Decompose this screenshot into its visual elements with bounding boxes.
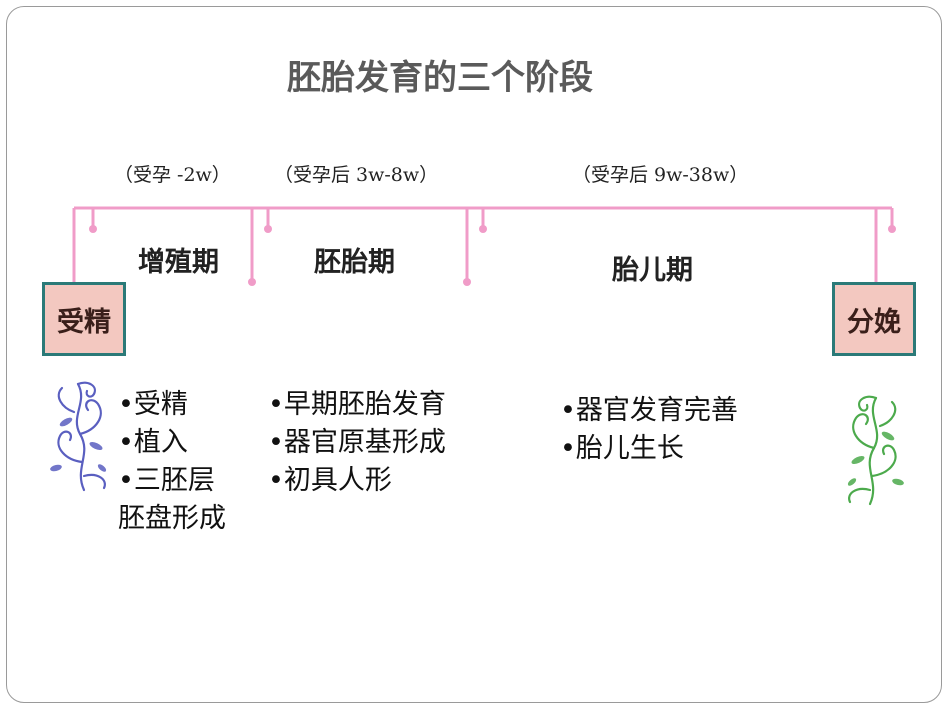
bullet-list-embryonic: •早期胚胎发育 •器官原基形成 •初具人形	[268, 386, 446, 500]
slide-frame	[6, 6, 942, 703]
fertilization-box: 受精	[42, 282, 126, 356]
bullet-list-proliferation: •受精 •植入 •三胚层 胚盘形成	[118, 386, 226, 538]
green-flourish-icon	[847, 395, 904, 506]
bullet-list-fetal: •器官发育完善 •胎儿生长	[560, 392, 738, 468]
list-item: 胚盘形成	[118, 503, 226, 534]
timeline-dot	[479, 225, 487, 233]
timeline-dot	[463, 278, 471, 286]
delivery-box: 分娩	[832, 282, 916, 356]
list-item: •器官原基形成	[268, 427, 446, 458]
list-item: •器官发育完善	[560, 395, 738, 426]
stage-label-proliferation: 增殖期	[138, 247, 219, 278]
blue-flourish-icon	[50, 381, 107, 492]
period-label-embryonic: （受孕后 3w-8w）	[274, 164, 439, 186]
list-item: •初具人形	[268, 465, 392, 496]
list-item: •早期胚胎发育	[268, 389, 446, 420]
timeline-dot	[89, 225, 97, 233]
list-item: •胎儿生长	[560, 433, 684, 464]
stage-label-embryonic: 胚胎期	[314, 247, 395, 278]
stage-label-fetal: 胎儿期	[612, 255, 693, 286]
timeline-dot	[248, 278, 256, 286]
list-item: •三胚层	[118, 465, 215, 496]
list-item: •植入	[118, 427, 188, 458]
timeline-dot	[888, 225, 896, 233]
period-label-fetal: （受孕后 9w-38w）	[572, 164, 749, 186]
period-label-proliferation: （受孕 -2w）	[114, 164, 231, 186]
page-title: 胚胎发育的三个阶段	[287, 58, 593, 98]
list-item: •受精	[118, 389, 188, 420]
timeline-dot	[264, 225, 272, 233]
